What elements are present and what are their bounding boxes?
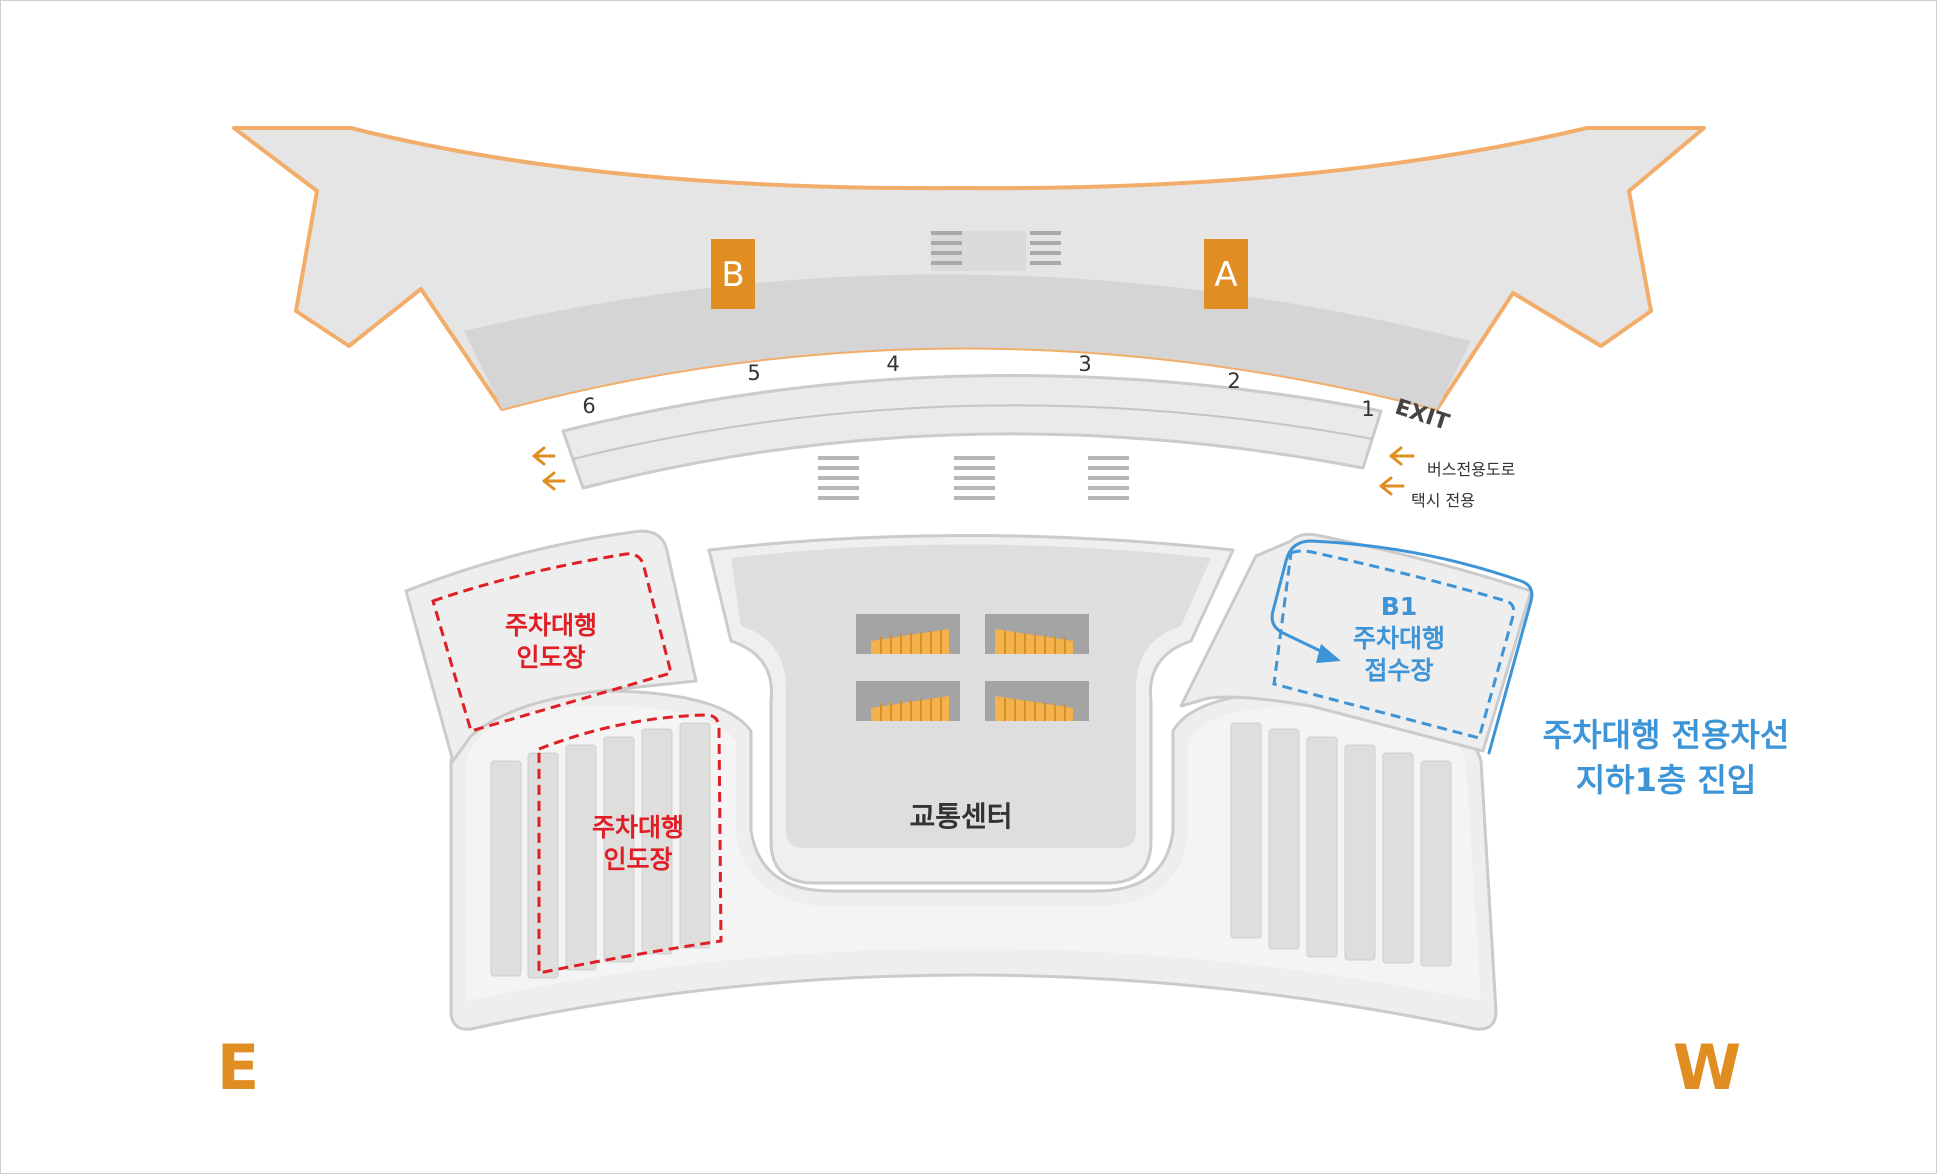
exit-arrow-lower-icon	[542, 471, 566, 491]
valet-reception-line1: B1	[1381, 592, 1417, 621]
valet-route-line	[1270, 539, 1534, 755]
crosswalks	[818, 456, 1129, 500]
terminal-building	[232, 126, 1706, 411]
curb-numbers: 6 5 4 3 2 1	[582, 352, 1374, 421]
gate-a-marker: A	[1204, 239, 1248, 309]
valet-lane-note-line1: 주차대행 전용차선	[1543, 716, 1790, 754]
valet-upper-line1: 주차대행	[505, 611, 597, 640]
compass-west: W	[1673, 1031, 1741, 1104]
valet-route-arrow-icon	[1316, 644, 1341, 663]
parking-stalls-west	[1230, 722, 1452, 967]
curb-number-2: 2	[1227, 369, 1240, 393]
valet-reception-lot	[1179, 532, 1533, 753]
valet-reception-line3: 접수장	[1364, 656, 1433, 685]
garage-hatching	[880, 630, 1066, 721]
valet-lane-note-line2: 지하1층 진입	[1576, 761, 1757, 799]
exit-arrow-upper-icon	[532, 446, 556, 466]
entry-arrows	[1379, 446, 1415, 496]
curb-number-3: 3	[1078, 352, 1091, 376]
curb-number-1: 1	[1361, 397, 1374, 421]
valet-lot-upper-east	[404, 529, 698, 763]
valet-lower-line2: 인도장	[603, 845, 672, 874]
curb-number-5: 5	[747, 361, 760, 385]
gate-b-label: B	[721, 255, 744, 295]
curb-number-4: 4	[886, 352, 899, 376]
compass-east: E	[217, 1031, 259, 1104]
taxi-lane-label: 택시 전용	[1411, 491, 1475, 510]
exit-arrows	[532, 446, 566, 491]
curb-road	[561, 373, 1383, 490]
terminal-stairs	[931, 231, 1061, 265]
gate-a-label: A	[1214, 255, 1237, 295]
valet-lower-line1: 주차대행	[592, 813, 684, 842]
bus-arrow-icon	[1389, 446, 1415, 466]
transport-center-block	[707, 534, 1235, 885]
curb-number-6: 6	[582, 394, 595, 418]
valet-lot-lower-east	[537, 713, 723, 975]
bus-lane-label: 버스전용도로	[1427, 460, 1515, 479]
taxi-arrow-icon	[1379, 476, 1405, 496]
transport-center-label: 교통센터	[909, 800, 1012, 833]
parking-stalls-east	[490, 722, 711, 979]
valet-upper-line2: 인도장	[516, 643, 585, 672]
gate-b-marker: B	[711, 239, 755, 309]
valet-reception-line2: 주차대행	[1353, 624, 1445, 653]
